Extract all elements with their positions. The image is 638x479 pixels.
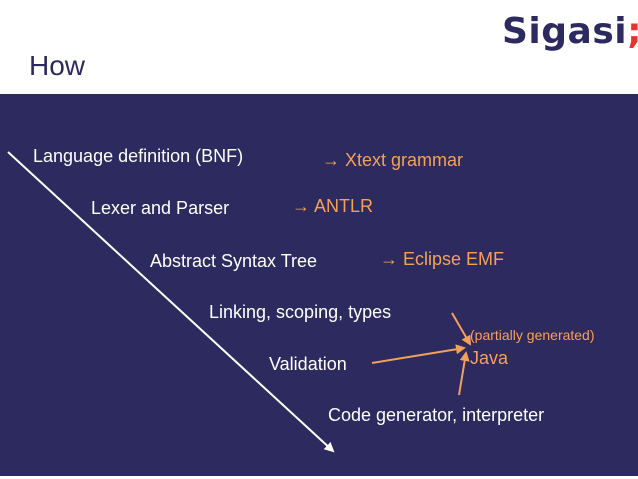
slide-title: How [29, 50, 86, 81]
tool-xtext-grammar: → Xtext grammar [322, 150, 464, 170]
linking-to-java-arrow [451, 312, 472, 346]
java-label: Java [470, 348, 509, 368]
logo-mark: ; [627, 11, 638, 52]
tool-antlr: → ANTLR [292, 196, 374, 216]
step-validation: Validation [269, 354, 347, 374]
tool-eclipse-emf: → Eclipse EMF [380, 249, 505, 269]
logo-word: Sigasi [502, 11, 628, 52]
step-linking-scoping-types: Linking, scoping, types [209, 302, 392, 322]
diagonal-flow-arrow [7, 151, 335, 453]
step-code-generator: Code generator, interpreter [328, 405, 545, 425]
sigasi-logo: Sigasi; [502, 14, 638, 50]
step-lexer-parser: Lexer and Parser [91, 198, 230, 218]
generator-to-java-arrow [458, 351, 470, 396]
validation-to-java-arrow [371, 344, 466, 364]
step-abstract-syntax-tree: Abstract Syntax Tree [150, 251, 318, 271]
java-note: (partially generated) [470, 327, 595, 343]
step-language-definition: Language definition (BNF) [33, 146, 244, 166]
content-panel [0, 94, 638, 476]
